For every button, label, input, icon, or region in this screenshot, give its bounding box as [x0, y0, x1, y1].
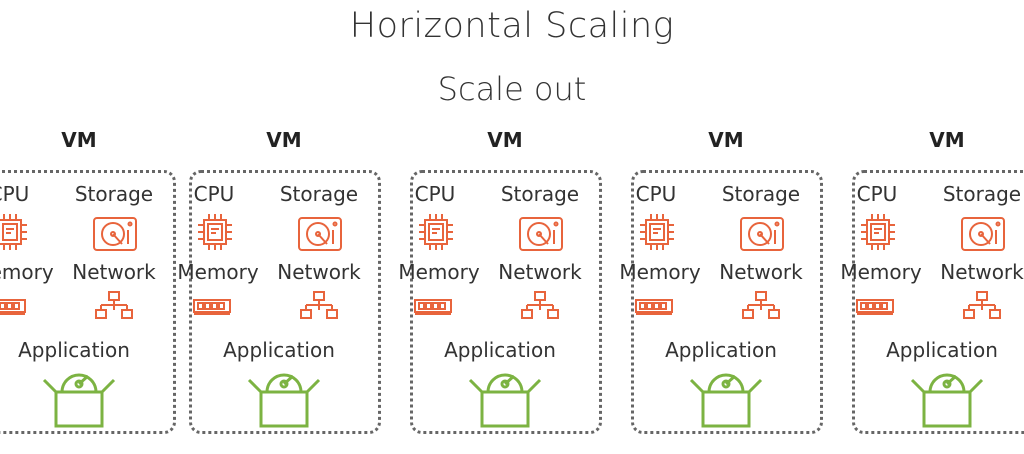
memory-label: Memory — [0, 260, 54, 284]
application-label: Application — [444, 338, 556, 362]
application-package-icon — [910, 373, 984, 428]
memory-label: Memory — [398, 260, 480, 284]
cpu-icon — [0, 214, 27, 250]
cpu-label: CPU — [193, 182, 235, 206]
vm-label: VM — [266, 128, 302, 152]
vm-label: VM — [929, 128, 965, 152]
application-label: Application — [886, 338, 998, 362]
cpu-label: CPU — [0, 182, 30, 206]
vm-box — [852, 170, 1024, 434]
cpu-icon — [640, 214, 674, 250]
application-label: Application — [665, 338, 777, 362]
memory-icon — [635, 299, 673, 315]
network-label: Network — [498, 260, 582, 284]
storage-label: Storage — [500, 182, 580, 206]
cpu-label: CPU — [414, 182, 456, 206]
memory-label: Memory — [619, 260, 701, 284]
hard-drive-icon — [519, 217, 563, 251]
diagram-subtitle: Scale out — [437, 70, 587, 108]
storage-label: Storage — [942, 182, 1022, 206]
cpu-label: CPU — [856, 182, 898, 206]
storage-label: Storage — [721, 182, 801, 206]
diagram-title: Horizontal Scaling — [349, 6, 675, 46]
application-label: Application — [223, 338, 335, 362]
network-icon — [300, 291, 338, 319]
vm-box — [0, 170, 176, 434]
cpu-icon — [419, 214, 453, 250]
memory-label: Memory — [840, 260, 922, 284]
network-label: Network — [277, 260, 361, 284]
memory-label: Memory — [177, 260, 259, 284]
storage-label: Storage — [279, 182, 359, 206]
cpu-icon — [861, 214, 895, 250]
application-package-icon — [247, 373, 321, 428]
memory-icon — [856, 299, 894, 315]
cpu-icon — [198, 214, 232, 250]
application-package-icon — [42, 373, 116, 428]
vm-group-2: VM CPU Storage — [177, 128, 399, 434]
network-label: Network — [719, 260, 803, 284]
vm-group-1: VM CPU Storage — [0, 128, 194, 434]
application-package-icon — [468, 373, 542, 428]
vm-box — [410, 170, 602, 434]
memory-icon — [193, 299, 231, 315]
vm-label: VM — [61, 128, 97, 152]
network-icon — [963, 291, 1001, 319]
hard-drive-icon — [93, 217, 137, 251]
storage-label: Storage — [74, 182, 154, 206]
vm-group-3: VM CPU Storage — [398, 128, 620, 434]
vm-group-5: VM CPU Storage — [840, 128, 1024, 434]
hard-drive-icon — [298, 217, 342, 251]
network-icon — [521, 291, 559, 319]
application-package-icon — [689, 373, 763, 428]
vm-label: VM — [708, 128, 744, 152]
vm-group-4: VM CPU Storage — [619, 128, 841, 434]
network-label: Network — [940, 260, 1024, 284]
application-label: Application — [18, 338, 130, 362]
vm-box — [189, 170, 381, 434]
hard-drive-icon — [961, 217, 1005, 251]
vm-label: VM — [487, 128, 523, 152]
vm-box — [631, 170, 823, 434]
hard-drive-icon — [740, 217, 784, 251]
network-icon — [95, 291, 133, 319]
network-label: Network — [72, 260, 156, 284]
network-icon — [742, 291, 780, 319]
memory-icon — [0, 299, 26, 315]
cpu-label: CPU — [635, 182, 677, 206]
memory-icon — [414, 299, 452, 315]
